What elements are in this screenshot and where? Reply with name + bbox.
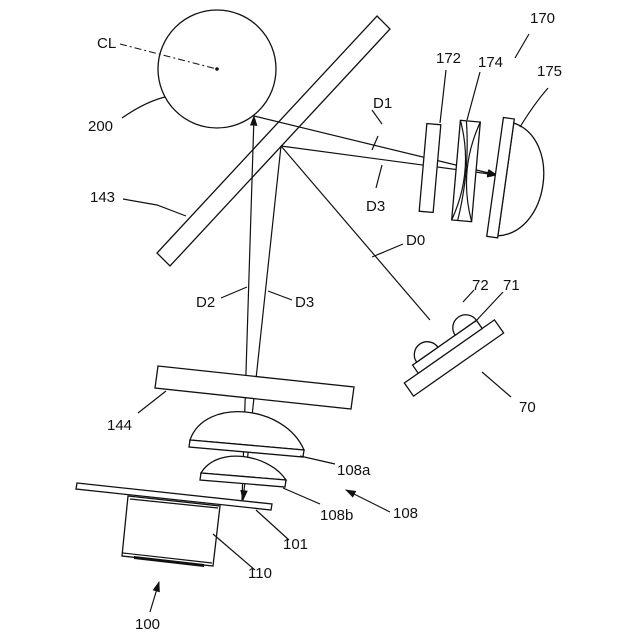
label-174: 174 [478, 54, 503, 71]
label-170: 170 [530, 10, 555, 27]
label-110: 110 [248, 565, 272, 582]
lens-108b [200, 456, 286, 487]
lens-108a [189, 412, 304, 457]
window-plate-144 [155, 366, 354, 409]
label-108a: 108a [337, 462, 371, 479]
label-101: 101 [283, 536, 308, 553]
lens-assembly-174 [452, 120, 481, 221]
label-d2: D2 [196, 294, 215, 311]
label-70: 70 [519, 399, 536, 416]
label-175: 175 [537, 63, 562, 80]
label-d0: D0 [406, 232, 425, 249]
label-d1: D1 [373, 95, 392, 112]
filter-172 [419, 124, 441, 213]
label-144: 144 [107, 417, 132, 434]
label-108b: 108b [320, 507, 353, 524]
label-100: 100 [135, 616, 160, 633]
label-cl: CL [97, 35, 116, 52]
label-143: 143 [90, 189, 115, 206]
label-172: 172 [436, 50, 461, 67]
sensor-body-110 [122, 496, 220, 567]
label-d3-top: D3 [366, 198, 385, 215]
detector-175 [487, 117, 552, 243]
light-source-70 [391, 301, 503, 396]
label-d3-mid: D3 [295, 294, 314, 311]
label-71: 71 [503, 277, 520, 294]
label-200: 200 [88, 118, 113, 135]
label-72: 72 [472, 277, 489, 294]
label-108: 108 [393, 505, 418, 522]
